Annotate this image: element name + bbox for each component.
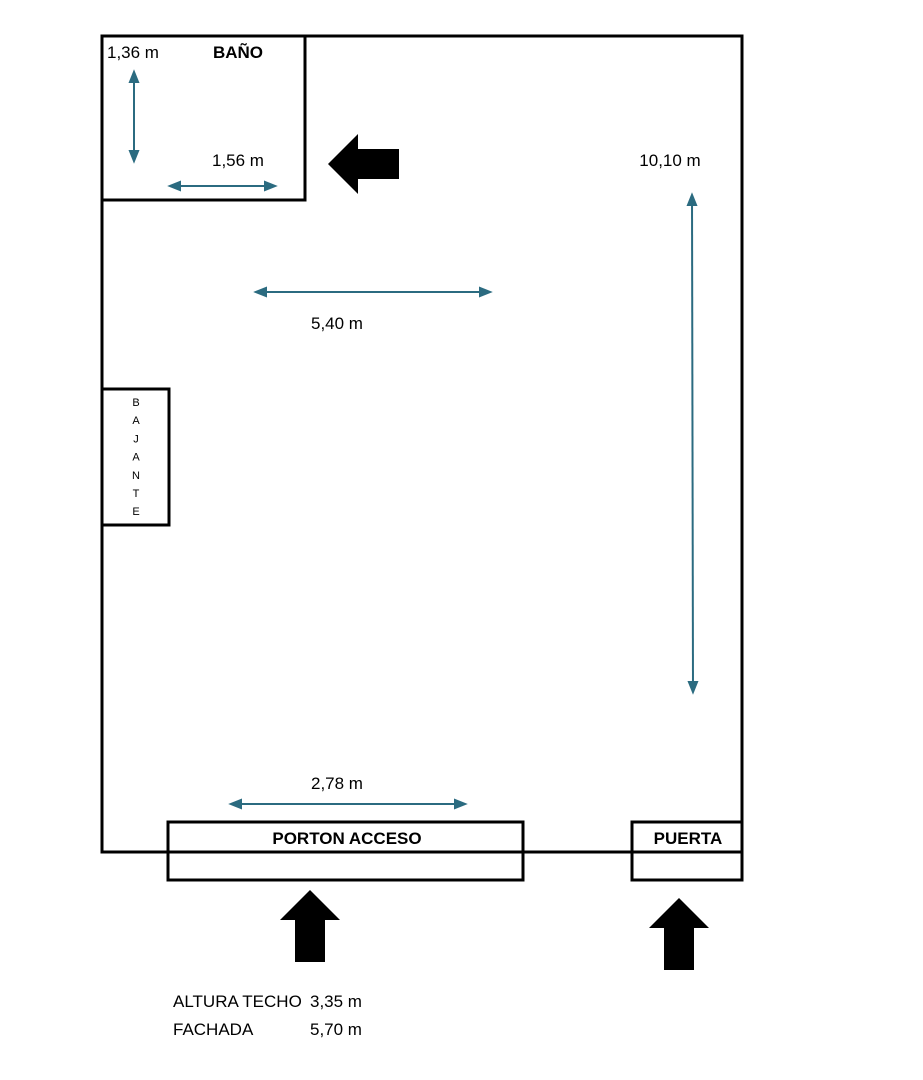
bajante-box bbox=[100, 387, 171, 527]
arrow-up-icon bbox=[649, 898, 709, 970]
bathroom-height-label: 1,36 m bbox=[107, 43, 159, 62]
note-facade-label: FACHADA bbox=[173, 1020, 254, 1039]
bajante-letter: N bbox=[132, 470, 140, 482]
interior-width-label: 5,40 m bbox=[311, 314, 363, 333]
arrow-left-icon bbox=[328, 134, 399, 194]
bajante-letter: T bbox=[133, 488, 140, 500]
note-ceiling-height-value: 3,35 m bbox=[310, 992, 362, 1011]
bajante-letter: E bbox=[132, 506, 139, 518]
bathroom-width-label: 1,56 m bbox=[212, 151, 264, 170]
bajante-letter: J bbox=[133, 433, 139, 445]
bathroom-label: BAÑO bbox=[213, 42, 263, 62]
bajante-letter: B bbox=[132, 397, 139, 409]
arrow-up-icon bbox=[280, 890, 340, 962]
puerta-label: PUERTA bbox=[654, 829, 723, 848]
porton-width-label: 2,78 m bbox=[311, 774, 363, 793]
length-label: 10,10 m bbox=[639, 151, 700, 170]
bajante-letter: A bbox=[132, 415, 140, 427]
porton-label: PORTON ACCESO bbox=[272, 829, 421, 848]
length-arrow bbox=[686, 192, 699, 695]
note-ceiling-height-label: ALTURA TECHO bbox=[173, 992, 302, 1011]
note-facade-value: 5,70 m bbox=[310, 1020, 362, 1039]
bajante-letter: A bbox=[132, 452, 140, 464]
